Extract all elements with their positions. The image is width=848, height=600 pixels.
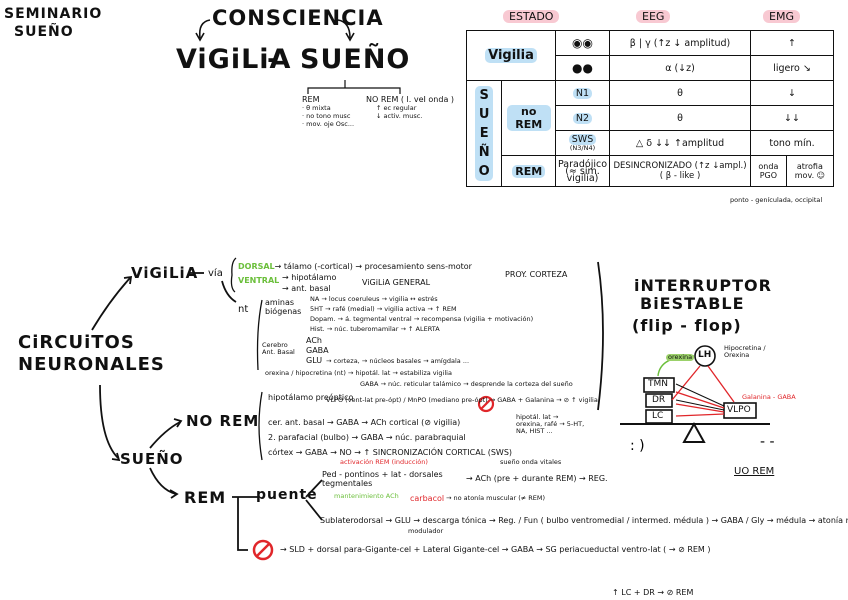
dorsal-line: DORSAL→ tálamo (-cortical) → procesamien…	[238, 262, 472, 271]
eyes-closed-icon: ●●	[554, 55, 611, 81]
carbacol-label: carbacol	[410, 494, 445, 503]
table-header-estado: ESTADO	[503, 10, 560, 23]
eeg-cell: β | γ (↑z ↓ amplitud)	[609, 30, 752, 56]
aminas-item: NA → locus coeruleus → vigilia ↔ estrés	[310, 295, 438, 303]
pgo-note: ponto - genículada, occipital	[730, 196, 823, 204]
orexina-node: orexina	[666, 353, 695, 361]
via-label: vía	[208, 268, 223, 279]
rem-top-note: activación REM (inducción)	[340, 458, 428, 466]
dr-node: DR	[652, 395, 666, 405]
aminas-label: aminas biógenas	[265, 298, 302, 316]
norem-item: VLPO (vent-lat pre-ópt) / MnPO (mediano …	[326, 396, 598, 404]
carbacol-line: → no atonía muscular (≠ REM)	[446, 494, 546, 502]
basal-item: GABA	[306, 346, 329, 355]
nt-label: nt	[238, 304, 249, 315]
sueno-branch: SUEÑO	[120, 450, 184, 468]
galanina-note: Galanina - GABA	[742, 393, 796, 401]
lc-node: LC	[652, 411, 664, 421]
table-row: ●● α (↓z) ligero ↘	[467, 55, 835, 81]
uo-rem-label: UO REM	[734, 466, 775, 477]
table-row: REM Paradójico(≈ sim. vigilia) DESINCRON…	[467, 155, 835, 187]
eeg-cell: θ	[609, 105, 752, 131]
norem-item: ↑ ec regular	[376, 104, 417, 112]
sublat-line: Sublaterodorsal → GLU → descarga tónica …	[320, 516, 848, 525]
consciencia-heading: CONSCIENCIA	[212, 6, 384, 30]
emg-cell: atrofia mov. ☺	[785, 155, 835, 187]
sueno-heading: SUEÑO	[300, 44, 411, 75]
aminas-item: Dopam. → á. tegmental ventral → recompen…	[310, 315, 534, 323]
norem-item: 2. parafacial (bulbo) → GABA → núc. para…	[268, 433, 466, 442]
emg-cell: tono mín.	[750, 130, 835, 156]
norem-item: ↓ activ. musc.	[376, 112, 423, 120]
eeg-cell: DESINCRONIZADO (↑z ↓ampl.) ( β - like )	[609, 155, 752, 187]
ach-line: → ACh (pre + durante REM) → REG.	[466, 474, 608, 483]
sueno-note: sueño onda vitales	[500, 458, 562, 466]
norem-label: NO REM ( l. veI onda )	[366, 95, 455, 104]
svg-text:- -: - -	[760, 434, 775, 450]
rem-item: · mov. oje Osc...	[302, 120, 355, 128]
aminas-item: 5HT → rafé (medial) → vigilia activa → ↑…	[310, 305, 457, 313]
page-title-line2: SUEÑO	[14, 24, 74, 40]
emg-cell: onda PGO	[750, 155, 787, 187]
ped-line: Ped - pontinos + lat - dorsales tegmenta…	[322, 470, 443, 488]
lc-dr-line: ↑ LC + DR → ⊘ REM	[612, 588, 694, 597]
vlpo-node: VLPO	[727, 405, 751, 415]
dash-heading: -	[267, 44, 280, 75]
circuits-title: CiRCUiTOS NEURONALES	[18, 332, 165, 375]
flipflop-title-1: iNTERRUPTOR	[634, 276, 772, 295]
norem-item: córtex → GABA → NO → ↑ SINCRONIZACIÓN CO…	[268, 448, 513, 457]
rem-item: · no tono musc	[302, 112, 351, 120]
table-header-eeg: EEG	[636, 10, 671, 23]
vigilia-heading: ViGiLiA	[176, 44, 292, 75]
sueno-cell: SUEÑO	[465, 80, 503, 187]
stage-cell: SWS(N3/N4)	[554, 130, 611, 156]
norem-branch: NO REM	[186, 412, 260, 430]
ventral-b: → ant. basal	[282, 284, 331, 293]
tmn-node: TMN	[648, 379, 668, 389]
rem-item: · θ mixta	[302, 104, 331, 112]
norem-cell: no REM	[501, 80, 556, 156]
basal-item: GLU	[306, 356, 323, 365]
rem-label: REM	[302, 95, 320, 104]
eeg-cell: α (↓z)	[609, 55, 752, 81]
norem-item: cer. ant. basal → GABA → ACh cortical (⊘…	[268, 418, 461, 427]
basal-item: ACh	[306, 336, 322, 345]
table-row: SUEÑO no REM N1 θ ↓	[465, 80, 835, 187]
flipflop-title-3: (flip - flop)	[632, 316, 742, 335]
cerebro-ant-label: Cerebro Ant. Basal	[262, 341, 295, 356]
svg-text:: ): : )	[630, 438, 645, 454]
aminas-item: Hist. → núc. tuberomamilar → ↑ ALERTA	[310, 325, 440, 333]
vig-general: ViGiLiA GENERAL	[362, 278, 431, 287]
mantenimiento-note: mantenimiento ACh	[334, 492, 399, 500]
inhib-line: → SLD + dorsal para-Gigante-cel + Latera…	[280, 545, 711, 554]
modulador-note: modulador	[408, 527, 444, 535]
sleep-stage-table: Vigilia ◉◉ β | γ (↑z ↓ amplitud) ↑ ●● α …	[465, 30, 835, 187]
emg-cell: ↑	[750, 30, 835, 56]
hipocretina-note: Hipocretina / Orexina	[724, 344, 766, 359]
lh-node: LH	[698, 350, 712, 360]
norem-item: hipotálamo preóptico	[268, 393, 354, 402]
flipflop-title-2: BiESTABLE	[640, 294, 745, 313]
table-header-emg: EMG	[763, 10, 800, 23]
norem-targets: hipotál. lat → orexina, rafé → 5-HT, NA,…	[516, 413, 585, 435]
rem-branch: REM	[184, 488, 227, 507]
table-row: N2 θ ↓↓	[467, 105, 835, 131]
page-title-line1: SEMINARIO	[4, 6, 103, 22]
glu-line: → corteza, → núcleos basales → amígdala …	[326, 357, 470, 365]
vigilia-cell: Vigilia	[466, 30, 556, 81]
ventral-line: VENTRAL	[238, 276, 280, 285]
table-row: Vigilia ◉◉ β | γ (↑z ↓ amplitud) ↑	[466, 30, 835, 81]
proy-corteza: PROY. CORTEZA	[505, 270, 568, 279]
ventral-a: → hipotálamo	[282, 273, 337, 282]
orexina-line: orexina / hipocretina (nt) → hipotál. la…	[265, 369, 452, 377]
vigilia-branch: ViGiLiA	[131, 264, 199, 282]
stage-cell: Paradójico(≈ sim. vigilia)	[554, 155, 611, 187]
gaba-line: GABA → núc. reticular talámico → despren…	[360, 380, 573, 388]
stage-cell: N1	[554, 80, 611, 106]
